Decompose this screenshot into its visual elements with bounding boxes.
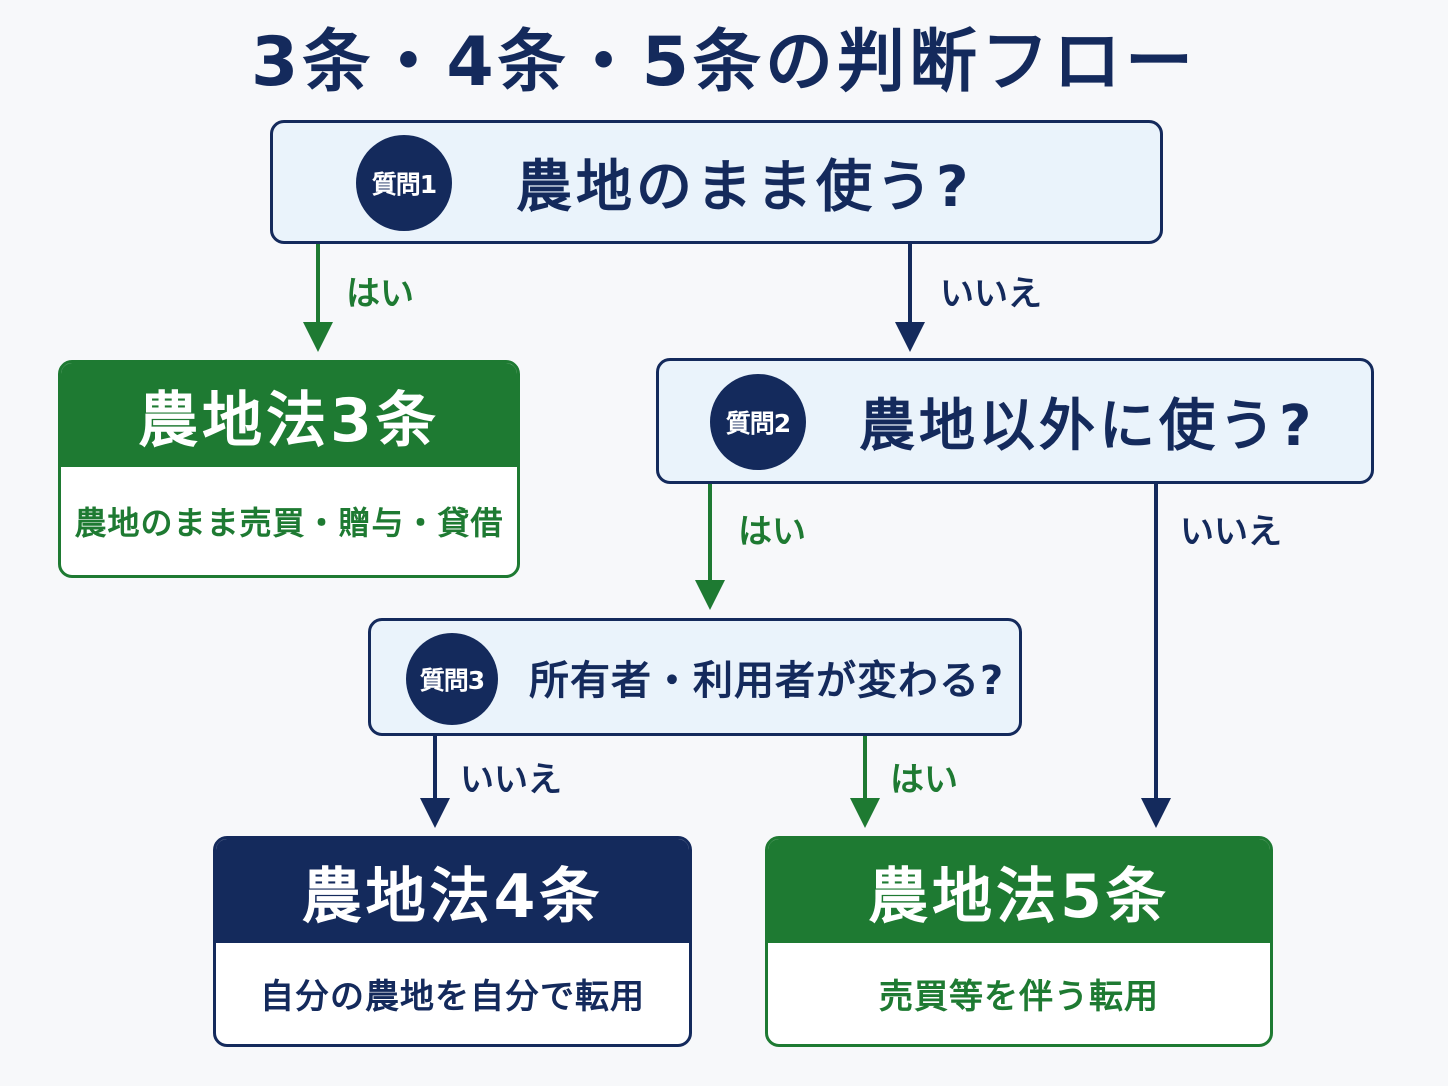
result-article-5-desc: 売買等を伴う転用	[879, 977, 1159, 1017]
result-article-3-desc: 農地のまま売買・贈与・貸借	[74, 504, 504, 542]
question-3-badge: 質問3	[406, 633, 498, 725]
question-1-box: 質問1 農地のまま使う?	[270, 120, 1163, 244]
result-article-3-heading: 農地法3条	[61, 363, 517, 467]
result-article-5: 農地法5条 売買等を伴う転用	[765, 836, 1273, 1047]
result-article-3: 農地法3条 農地のまま売買・贈与・貸借	[58, 360, 520, 578]
label-q1-no: いいえ	[940, 274, 1042, 314]
question-1-text: 農地のまま使う?	[516, 154, 973, 220]
result-article-4-heading: 農地法4条	[216, 839, 689, 943]
question-2-badge: 質問2	[710, 374, 806, 470]
label-q2-yes: はい	[738, 512, 806, 552]
question-3-box: 質問3 所有者・利用者が変わる?	[368, 618, 1022, 736]
arrow-q3-yes	[850, 736, 880, 828]
arrow-q2-no	[1141, 484, 1171, 828]
arrow-q1-no	[895, 244, 925, 352]
question-2-text: 農地以外に使う?	[859, 393, 1316, 459]
label-q3-no: いいえ	[460, 760, 562, 800]
label-q2-no: いいえ	[1180, 512, 1282, 552]
arrow-q2-yes	[695, 484, 725, 610]
question-2-box: 質問2 農地以外に使う?	[656, 358, 1374, 484]
result-article-5-heading: 農地法5条	[768, 839, 1270, 943]
label-q3-yes: はい	[890, 760, 958, 800]
question-1-badge: 質問1	[356, 135, 452, 231]
question-3-text: 所有者・利用者が変わる?	[529, 658, 1005, 704]
result-article-4: 農地法4条 自分の農地を自分で転用	[213, 836, 692, 1047]
arrow-q1-yes	[303, 244, 333, 352]
result-article-4-desc: 自分の農地を自分で転用	[260, 977, 645, 1017]
arrow-q3-no	[420, 736, 450, 828]
page-title: 3条・4条・5条の判断フロー	[251, 23, 1197, 102]
label-q1-yes: はい	[346, 274, 414, 314]
